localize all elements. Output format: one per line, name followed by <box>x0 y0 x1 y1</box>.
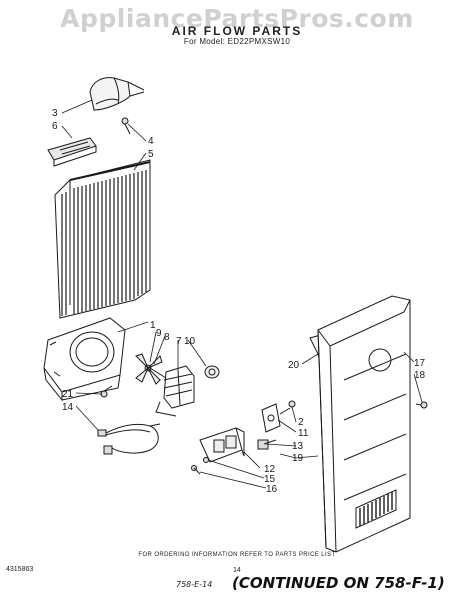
callout-7: 7 <box>176 336 182 347</box>
callout-14: 14 <box>62 402 74 413</box>
callout-19: 19 <box>292 453 304 464</box>
part-fan-shroud <box>43 317 126 402</box>
part-screw-4 <box>121 117 131 135</box>
part-thermostat-bracket <box>261 400 296 433</box>
callout-3: 3 <box>52 108 58 119</box>
part-wire-harness <box>97 423 161 455</box>
page-title: AIR FLOW PARTS <box>171 24 303 38</box>
callout-12: 12 <box>264 464 276 475</box>
callout-15: 15 <box>264 474 276 485</box>
part-screw-21 <box>100 385 113 398</box>
callout-20: 20 <box>288 360 300 371</box>
callout-18: 18 <box>414 370 426 381</box>
part-fan-motor <box>149 365 195 417</box>
model-number: For Model: ED22PMXSW10 <box>183 37 291 46</box>
part-switch-bracket <box>191 427 245 475</box>
page-number: 14 <box>233 567 241 574</box>
callout-5: 5 <box>148 149 154 160</box>
part-evaporator-cover <box>54 159 151 319</box>
part-grommet <box>204 365 220 379</box>
ordering-note: FOR ORDERING INFORMATION REFER TO PARTS … <box>138 552 336 558</box>
callout-4: 4 <box>148 136 154 147</box>
callout-16: 16 <box>266 484 278 495</box>
callout-2: 2 <box>298 417 304 428</box>
callout-13: 13 <box>292 441 304 452</box>
handwritten-reference: 758-E-14 <box>176 580 213 589</box>
part-duct-cover <box>89 77 145 111</box>
continued-note: (CONTINUED ON 758-F-1) <box>232 574 445 592</box>
part-damper-strip <box>47 137 97 167</box>
leader-lines <box>61 99 423 489</box>
part-back-panel <box>317 295 411 553</box>
part-fan-blade <box>135 353 163 385</box>
document-number: 4315863 <box>6 566 34 573</box>
callout-labels: 3 6 4 5 1 9 8 7 10 21 14 20 17 18 2 11 1… <box>52 108 426 495</box>
callout-21: 21 <box>62 389 74 400</box>
callout-10: 10 <box>184 336 196 347</box>
callout-11: 11 <box>298 428 309 439</box>
callout-17: 17 <box>414 358 426 369</box>
part-screw-17 <box>415 401 428 409</box>
callout-6: 6 <box>52 121 58 132</box>
callout-1: 1 <box>150 320 156 331</box>
watermark: AppliancePartsPros.com <box>60 4 414 33</box>
callout-8: 8 <box>164 332 170 343</box>
callout-9: 9 <box>156 328 162 339</box>
